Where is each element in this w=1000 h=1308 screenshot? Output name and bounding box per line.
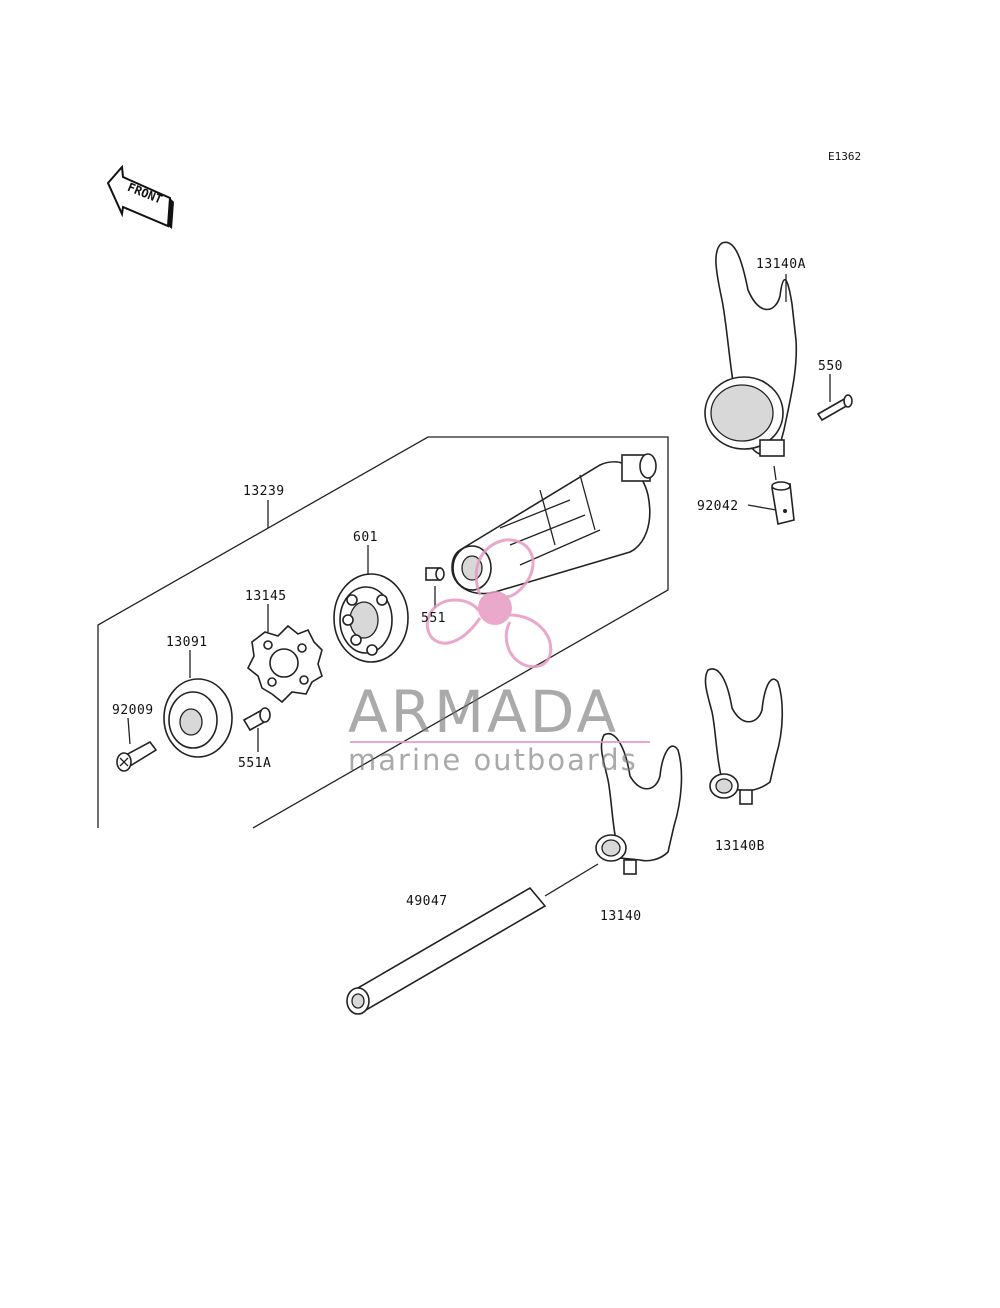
pin-551 <box>425 567 445 581</box>
label-92009: 92009 <box>112 703 154 718</box>
shift-drum <box>451 453 657 595</box>
bearing-601 <box>333 573 409 663</box>
watermark-brand: ARMADA <box>348 678 619 746</box>
pin-551A <box>242 707 271 732</box>
shift-fork-13140B <box>704 668 784 805</box>
label-13145: 13145 <box>245 589 287 604</box>
label-49047: 49047 <box>406 894 448 909</box>
pin-550 <box>816 394 853 422</box>
front-arrow-icon: FRONT <box>106 164 174 229</box>
label-13239: 13239 <box>243 484 285 499</box>
star-plate-13145 <box>246 624 323 704</box>
label-13140: 13140 <box>600 909 642 924</box>
label-601: 601 <box>353 530 378 545</box>
label-550: 550 <box>818 359 843 374</box>
shift-fork-13140 <box>595 732 683 875</box>
label-551: 551 <box>421 611 446 626</box>
label-13091: 13091 <box>166 635 208 650</box>
shaft-49047 <box>346 886 547 1015</box>
pin-92042 <box>771 481 795 525</box>
label-13140B: 13140B <box>715 839 765 854</box>
shift-fork-13140A <box>704 241 798 457</box>
label-551A: 551A <box>238 756 271 771</box>
holder-13091 <box>163 678 233 758</box>
label-92042: 92042 <box>697 499 739 514</box>
assembly-outline <box>97 436 669 829</box>
watermark-logo: ARMADA marine outboards <box>348 538 650 777</box>
watermark-hub-icon <box>478 591 512 625</box>
watermark-tagline: marine outboards <box>348 743 638 777</box>
label-13140A: 13140A <box>756 257 806 272</box>
screw-92009 <box>116 740 158 772</box>
diagram-code: E1362 <box>828 150 861 163</box>
